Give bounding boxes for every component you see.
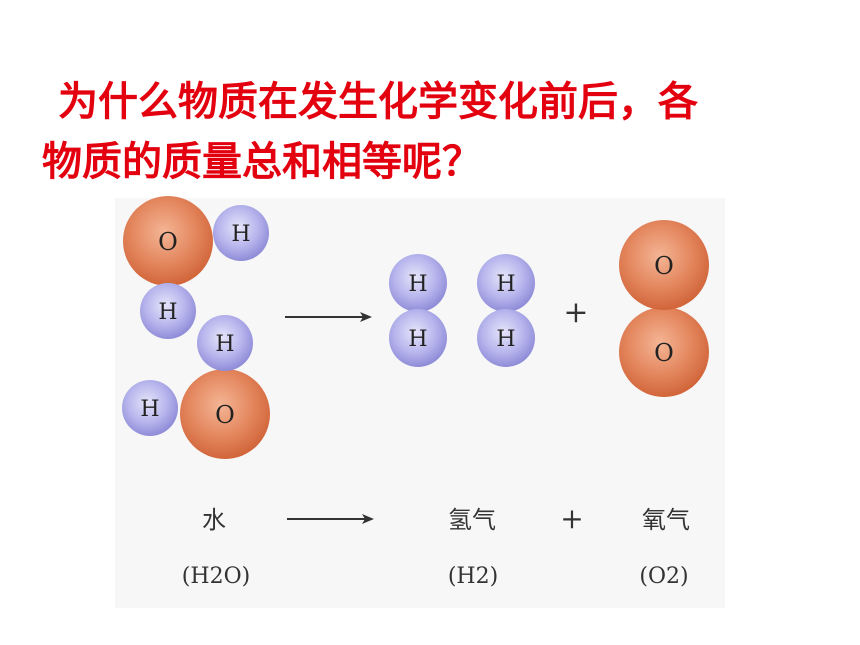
question-line-2: 物质的质量总和相等呢？ [42, 139, 482, 185]
question-title: 为什么物质在发生化学变化前后，各 物质的质量总和相等呢？ [0, 0, 860, 200]
product1-name: 氢气 [448, 506, 496, 534]
product1-formula: (H2) [448, 564, 498, 589]
oxygen-molecule: O O [619, 220, 709, 397]
hydrogen-atom [389, 254, 447, 312]
product2-formula: (O2) [639, 564, 688, 589]
hydrogen-molecule-1: H H [389, 254, 447, 367]
hydrogen-label: H [408, 272, 427, 297]
question-line-1: 为什么物质在发生化学变化前后，各 [58, 79, 698, 125]
product2-name: 氧气 [642, 506, 690, 534]
oxygen-label: O [654, 252, 674, 280]
equation-arrow [287, 514, 374, 524]
hydrogen-atom [477, 309, 535, 367]
hydrogen-molecule-2: H H [477, 254, 535, 367]
water-molecule-1: O H H [123, 196, 269, 339]
plus-sign: + [563, 295, 588, 330]
oxygen-atom [123, 196, 213, 286]
oxygen-atom [619, 307, 709, 397]
hydrogen-atom [140, 283, 196, 339]
hydrogen-label: H [231, 222, 250, 247]
equation-plus-sign: + [560, 502, 583, 535]
oxygen-atom [619, 220, 709, 310]
reaction-arrow [285, 312, 372, 322]
hydrogen-label: H [140, 397, 159, 422]
oxygen-label: O [654, 339, 674, 367]
hydrogen-atom [122, 380, 178, 436]
hydrogen-label: H [496, 272, 515, 297]
reactant-name: 水 [202, 506, 226, 534]
hydrogen-label: H [215, 332, 234, 357]
water-molecule-2: O H H [122, 315, 270, 459]
oxygen-label: O [215, 401, 235, 429]
hydrogen-atom [197, 315, 253, 371]
hydrogen-label: H [496, 327, 515, 352]
hydrogen-atom [389, 309, 447, 367]
oxygen-label: O [158, 228, 178, 256]
hydrogen-atom [213, 205, 269, 261]
oxygen-atom [180, 369, 270, 459]
reactant-formula: (H2O) [182, 564, 250, 589]
hydrogen-atom [477, 254, 535, 312]
hydrogen-label: H [158, 300, 177, 325]
hydrogen-label: H [408, 327, 427, 352]
